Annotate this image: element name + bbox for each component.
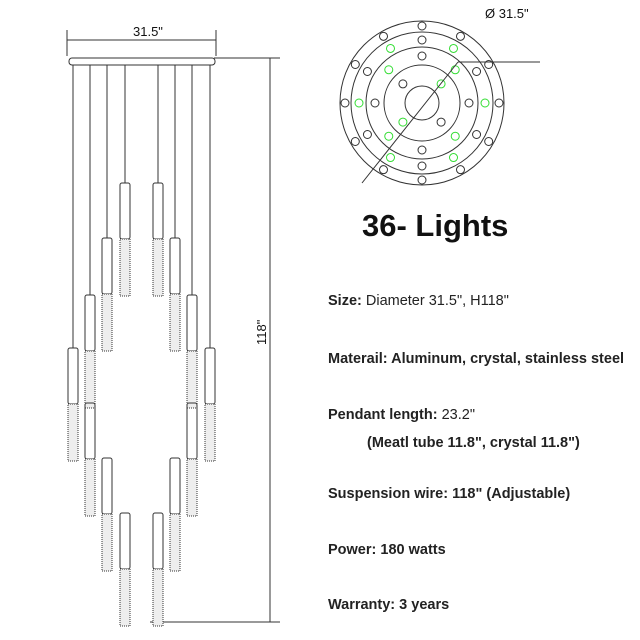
light-hole-highlighted [449, 43, 458, 53]
pendant-metal-tube [101, 237, 113, 295]
pendant-crystal [119, 238, 131, 297]
light-hole [464, 98, 474, 108]
light-hole [350, 60, 360, 69]
light-hole-highlighted [384, 131, 394, 141]
light-hole [456, 165, 465, 175]
light-hole [340, 98, 350, 108]
pendant-crystal [186, 458, 198, 517]
light-hole [472, 67, 482, 76]
pendant-crystal [152, 238, 164, 297]
pendant-crystal [84, 458, 96, 517]
top-view-drawing: Ø 31.5" [339, 6, 540, 186]
pendant-metal-tube [84, 402, 96, 460]
pendant-crystal [84, 350, 96, 409]
pendant-metal-tube [152, 512, 164, 570]
ring [339, 20, 505, 186]
light-hole [436, 117, 446, 127]
lights-count-title: 36- Lights [362, 208, 509, 243]
light-hole [379, 165, 388, 175]
pendant-metal-tube [169, 237, 181, 295]
light-hole-highlighted [384, 65, 394, 75]
pendant-crystal [101, 513, 113, 572]
light-hole [362, 130, 372, 139]
light-hole [362, 67, 372, 76]
light-hole-highlighted [386, 43, 395, 53]
light-hole-highlighted [354, 98, 364, 108]
light-hole [494, 98, 504, 108]
light-hole [398, 79, 408, 89]
spec-suspension-wire: Suspension wire: 118" (Adjustable) [328, 486, 571, 502]
pendant-crystal [169, 513, 181, 572]
pendant-crystal [152, 568, 164, 627]
pendant-crystal [119, 568, 131, 627]
pendant-crystal [169, 293, 181, 352]
light-hole [484, 137, 494, 146]
spec-warranty: Warranty: 3 years [328, 597, 450, 613]
pendant-metal-tube [169, 457, 181, 515]
side-view-drawing: 31.5" 118" [66, 24, 280, 627]
pendant-metal-tube [119, 512, 131, 570]
height-dimension-label: 118" [254, 319, 269, 345]
diameter-label: Ø 31.5" [485, 6, 529, 21]
light-hole-highlighted [386, 153, 395, 163]
ring [383, 64, 461, 142]
diameter-leader [361, 61, 459, 184]
ring [350, 31, 494, 175]
light-hole [417, 161, 427, 171]
spec-material: Materail: Aluminum, crystal, stainless s… [328, 351, 625, 367]
spec-pendant-detail: (Meatl tube 11.8", crystal 11.8") [367, 435, 580, 451]
width-dimension-label: 31.5" [133, 24, 163, 39]
pendant-metal-tube [186, 402, 198, 460]
canopy [68, 57, 216, 66]
light-hole [456, 31, 465, 41]
ring [365, 46, 479, 160]
pendant-crystal [204, 403, 216, 462]
ring [404, 85, 440, 121]
light-hole [417, 21, 427, 31]
pendant-crystal [101, 293, 113, 352]
spec-pendant-length: Pendant length: 23.2" [328, 407, 475, 423]
light-hole [472, 130, 482, 139]
light-hole [417, 145, 427, 155]
spec-power: Power: 180 watts [328, 542, 446, 558]
light-hole-highlighted [450, 131, 460, 141]
light-hole [350, 137, 360, 146]
light-hole-highlighted [398, 117, 408, 127]
light-hole [379, 31, 388, 41]
pendant-metal-tube [204, 347, 216, 405]
light-hole [370, 98, 380, 108]
pendant-metal-tube [101, 457, 113, 515]
pendant-metal-tube [84, 294, 96, 352]
pendant-metal-tube [67, 347, 79, 405]
light-hole [417, 35, 427, 45]
light-hole [417, 175, 427, 185]
pendant-metal-tube [186, 294, 198, 352]
pendant-crystal [67, 403, 79, 462]
spec-size: Size: Diameter 31.5", H118" [328, 293, 509, 309]
light-hole-highlighted [480, 98, 490, 108]
light-hole-highlighted [449, 153, 458, 163]
light-hole [417, 51, 427, 61]
pendant-crystal [186, 350, 198, 409]
